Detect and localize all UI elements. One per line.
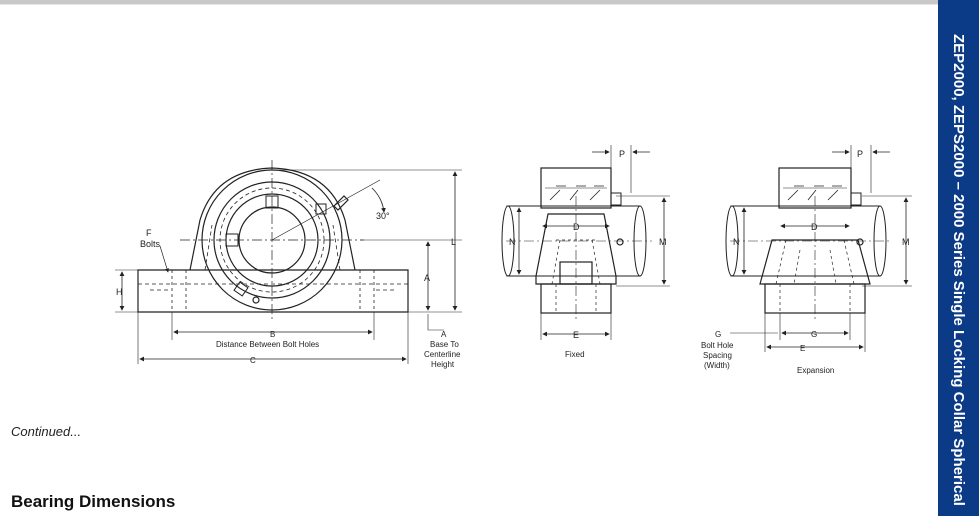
right-p-label: P <box>857 149 863 159</box>
h-label: H <box>116 287 123 297</box>
fixed-caption: Fixed <box>565 350 585 359</box>
a-base-line1: Base To <box>430 340 459 349</box>
b-label: B <box>270 330 275 339</box>
angle-label: 30° <box>376 211 390 221</box>
right-d-label: D <box>811 222 818 232</box>
g-line2: Spacing <box>703 351 732 360</box>
mid-m-label: M <box>659 237 667 247</box>
c-label: C <box>250 356 256 365</box>
fixed-side-view-drawing <box>501 145 670 340</box>
section-heading: Bearing Dimensions <box>11 492 176 511</box>
f-label: F <box>146 228 152 238</box>
right-g-inner-label: G <box>811 330 817 339</box>
continued-note: Continued... <box>11 424 82 439</box>
b-desc: Distance Between Bolt Holes <box>216 340 319 349</box>
a-base-label: A <box>441 330 447 339</box>
expansion-side-view-drawing <box>725 145 912 352</box>
top-border <box>0 0 938 4</box>
a-base-line3: Height <box>431 360 455 369</box>
right-m-label: M <box>902 237 910 247</box>
expansion-caption: Expansion <box>797 366 834 375</box>
mid-d-label: D <box>573 222 580 232</box>
series-title-sidebar: ZEP2000, ZEPS2000 – 2000 Series Single L… <box>938 0 979 516</box>
g-line1: Bolt Hole <box>701 341 734 350</box>
a-label: A <box>424 273 430 283</box>
mid-n-label: N <box>509 237 516 247</box>
bearing-technical-drawing: 30° F Bolts H L A B Distance Between Bol… <box>115 145 912 375</box>
l-label: L <box>451 237 456 247</box>
bolts-label: Bolts <box>140 239 161 249</box>
right-e-label: E <box>800 344 805 353</box>
g-line3: (Width) <box>704 361 730 370</box>
front-view-drawing <box>115 160 462 364</box>
mid-e-label: E <box>573 330 579 340</box>
a-base-line2: Centerline <box>424 350 461 359</box>
top-border-shadow <box>0 4 938 5</box>
mid-p-label: P <box>619 149 625 159</box>
right-n-label: N <box>733 237 740 247</box>
sidebar-title: ZEP2000, ZEPS2000 – 2000 Series Single L… <box>950 34 967 506</box>
right-g-label: G <box>715 330 721 339</box>
